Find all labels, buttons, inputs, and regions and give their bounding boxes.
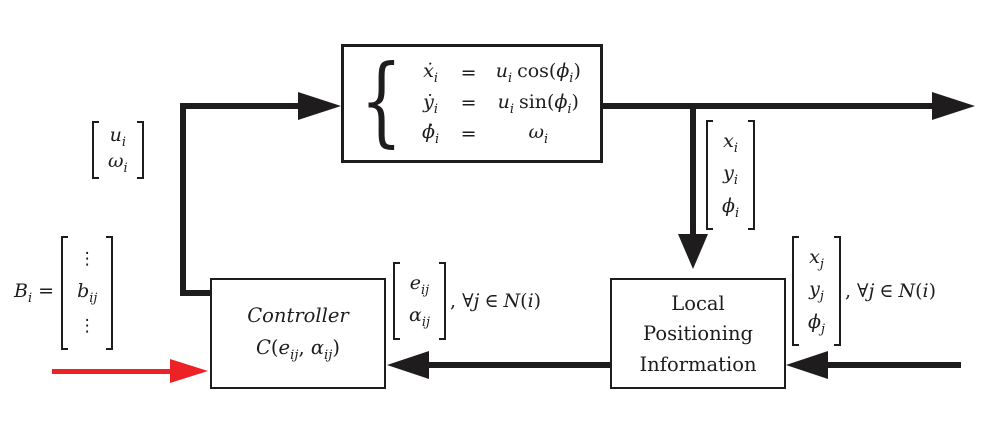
right-bracket [438,262,446,340]
right-bracket [748,120,756,230]
arrowhead-into-plant [298,92,341,120]
matrix: ⋮ bij ⋮ [61,236,114,350]
red-arrowhead-into-controller [170,359,208,383]
forall-qualifier: , ∀j∈N(i) [844,280,937,302]
controller-function: C(eij, αij) [256,336,340,363]
vertical-dots: ⋮ [78,315,96,336]
controller-output-stub-line [180,290,212,296]
vertical-dots: ⋮ [78,249,96,270]
lpi-line-2: Positioning [643,322,753,345]
eq3-rhs: ωi [528,121,549,148]
matrix: xi yi ϕi [706,120,756,230]
controller-output-vertical-line [180,103,186,296]
arrowhead-into-controller-right [387,351,429,379]
plant-output-line [603,103,933,109]
system-brace: { [360,43,403,157]
left-bracket [792,236,799,346]
state-branch-vertical-line [690,105,696,235]
eq1-lhs: ẋi [423,59,438,86]
eq1-equals: = [460,61,477,84]
lpi-line-3: Information [639,352,757,376]
matrix: xj yj ϕj [792,236,841,346]
neighbor-input-line [824,362,961,368]
left-bracket [92,121,99,179]
right-bracket [833,236,841,346]
state-j-vector: xj yj ϕj , ∀j∈N(i) [792,236,936,346]
lpi-to-controller-line [427,362,610,368]
right-bracket [136,121,144,179]
state-i-vector: xi yi ϕi [706,120,756,230]
lpi-line-1: Local [671,291,725,315]
left-bracket [393,262,400,340]
arrowhead-plant-output [932,92,975,120]
local-positioning-box: Local Positioning Information [610,278,786,389]
controller-to-plant-line [183,103,301,109]
eq2-lhs: ẏi [423,90,438,117]
control-input-vector: ui ωi [92,110,144,190]
arrowhead-into-lpi-top [678,234,708,269]
adjacency-vector: Bi = ⋮ bij ⋮ [14,236,114,350]
eq2-equals: = [460,92,477,115]
error-vector: eij αij , ∀j∈N(i) [393,262,541,340]
eq3-equals: = [460,123,477,146]
controller-box: Controller C(eij, αij) [210,278,386,389]
eq3-lhs: ϕ̇i [422,121,440,148]
b-vector-label: Bi = [14,280,55,306]
controller-title: Controller [247,304,349,328]
right-bracket [106,236,114,350]
arrowhead-into-lpi-right [786,351,828,379]
left-bracket [706,120,713,230]
left-bracket [61,236,69,350]
red-input-line [52,369,172,374]
matrix: ui ωi [92,121,144,179]
forall-qualifier: , ∀j∈N(i) [449,290,542,312]
matrix: eij αij [393,262,446,340]
